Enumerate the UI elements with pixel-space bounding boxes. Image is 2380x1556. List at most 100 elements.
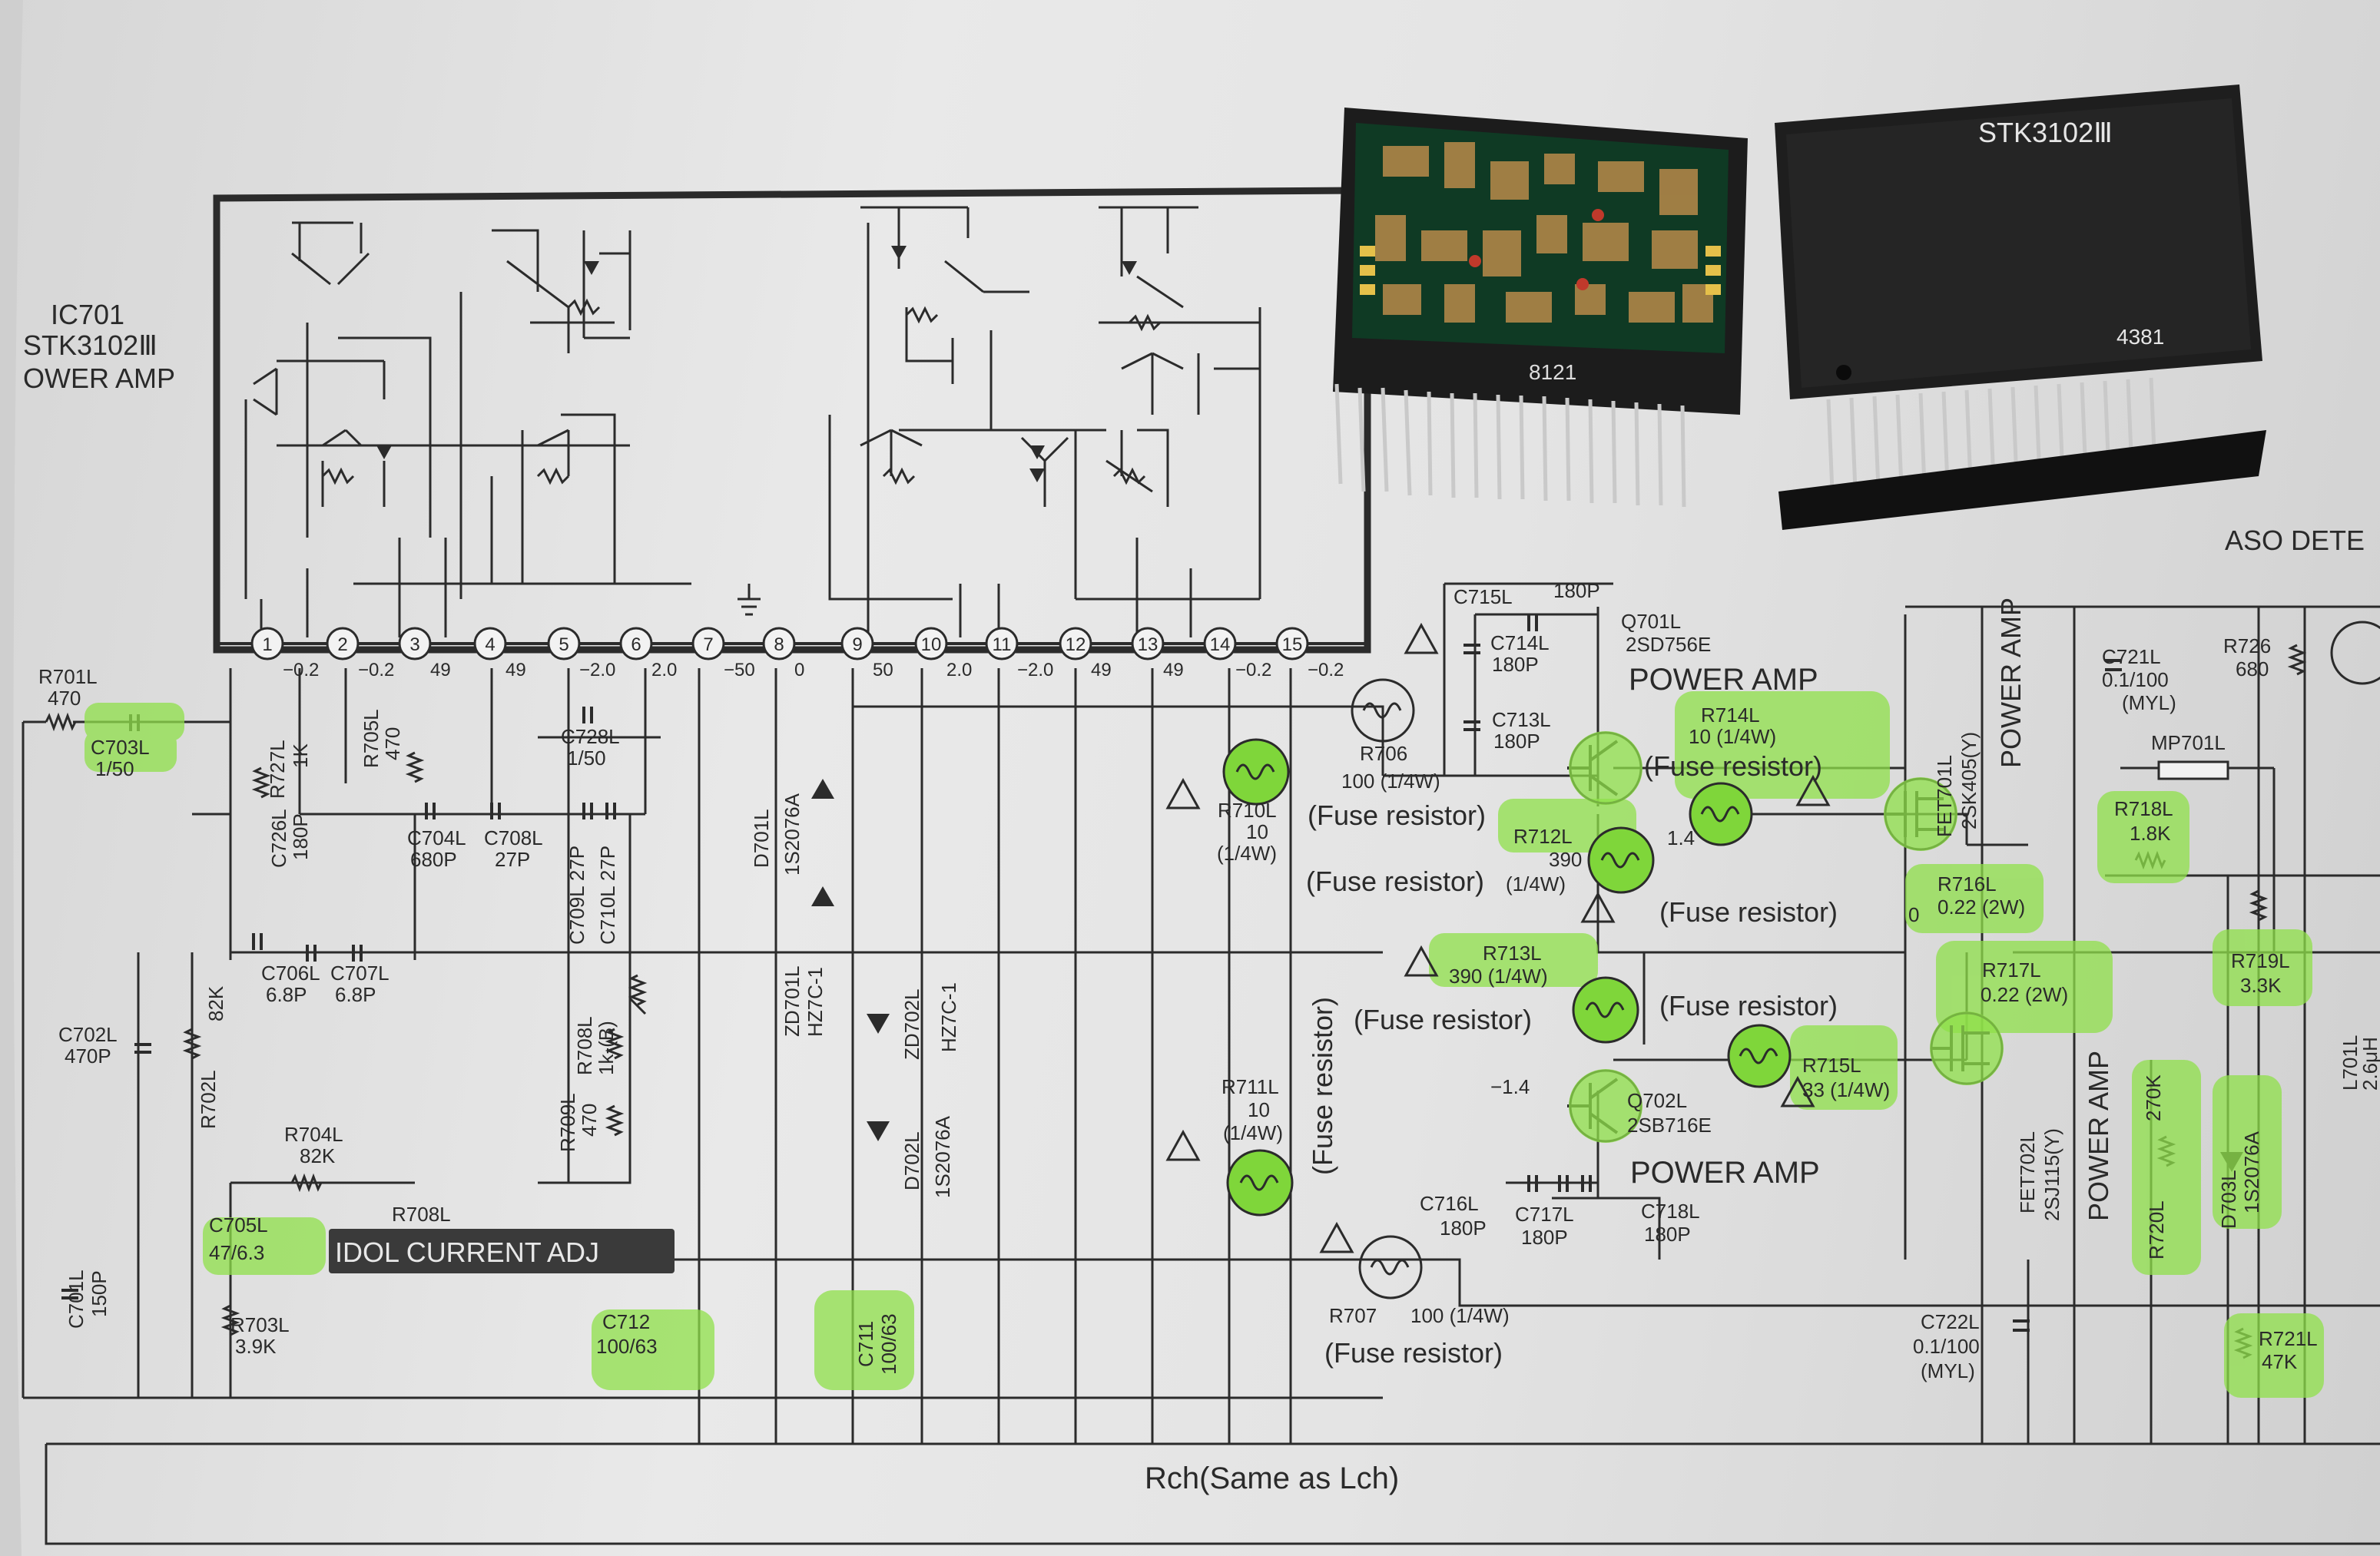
ic-pin-number: 2	[337, 634, 347, 655]
label-c709: C709L 27P	[565, 846, 588, 945]
ic-pin-number: 9	[852, 634, 862, 655]
ic-pin-number: 14	[1210, 634, 1231, 655]
label-d701: D701L	[750, 809, 773, 868]
ic-internals	[244, 206, 1261, 637]
label-c702-value: 470P	[65, 1045, 111, 1068]
label-d703-value: 1S2076A	[2240, 1131, 2263, 1213]
label-c718-value: 180P	[1644, 1223, 1691, 1246]
ic-pin-number: 4	[485, 634, 495, 655]
label-zd702: ZD702L	[900, 989, 923, 1061]
label-r712-value: 390	[1549, 848, 1582, 871]
label-r719: R719L	[2231, 949, 2290, 972]
label-r708-value: 1k-(B)	[595, 1021, 618, 1075]
ic-pin	[1275, 627, 1309, 660]
label-r714: R714L	[1701, 704, 1760, 727]
label-fuse-resistor-7: (Fuse resistor)	[1307, 997, 1338, 1175]
label-zd701-value: HZ7C-1	[804, 967, 827, 1037]
label-power-amp-4: POWER AMP	[2083, 1051, 2114, 1221]
label-mp701: MP701L	[2151, 731, 2226, 754]
ic-pin-voltage: 50	[873, 660, 893, 680]
label-fet702: FET702L	[2016, 1131, 2039, 1213]
label-r708-top: R708L	[392, 1203, 451, 1226]
ic-pin	[473, 627, 507, 660]
ic-function: OWER AMP	[23, 363, 175, 394]
label-r713: R713L	[1483, 942, 1542, 965]
ic-pins: 1−0.22−0.23494495−2.062.07−5080950102.01…	[250, 627, 1344, 680]
label-r716: R716L	[1937, 872, 1997, 896]
label-fuse-resistor-6: (Fuse resistor)	[1354, 1004, 1532, 1035]
open-module-photo	[1333, 108, 1748, 508]
label-r701: R701L	[38, 665, 98, 688]
ic-pin	[691, 627, 725, 660]
label-r701-value: 470	[48, 687, 81, 710]
capacitors	[61, 614, 2122, 1332]
label-r705: R705L	[360, 709, 383, 768]
closed-module-code: 4381	[2116, 325, 2164, 349]
label-c713-value: 180P	[1493, 730, 1540, 753]
label-voltage-minus-1-4: −1.4	[1490, 1075, 1530, 1098]
ic-pin-number: 13	[1138, 634, 1159, 655]
label-c722: C722L	[1921, 1310, 1980, 1333]
label-c721-type: (MYL)	[2122, 691, 2176, 714]
ic-pin-number: 12	[1066, 634, 1086, 655]
label-l701-value: 2.6μH	[2358, 1037, 2380, 1091]
ic-pin-voltage: 2.0	[651, 660, 677, 680]
idol-label-plate	[329, 1229, 675, 1273]
label-q701-value: 2SD756E	[1626, 633, 1711, 656]
label-r718-value: 1.8K	[2130, 822, 2171, 845]
ic-part: STK3102Ⅲ	[23, 329, 157, 361]
ic-pin	[326, 627, 360, 660]
ic-pin-voltage: −0.2	[1308, 660, 1344, 680]
ic-pin-voltage: 2.0	[946, 660, 972, 680]
label-c728: C728L	[561, 725, 620, 748]
ic-outline	[213, 187, 1371, 654]
open-module-code: 8121	[1529, 360, 1576, 384]
ic-pin	[1059, 627, 1092, 660]
label-q702-value: 2SB716E	[1627, 1114, 1712, 1137]
label-r703-value: 3.9K	[235, 1335, 277, 1358]
label-r727: R727L	[266, 740, 289, 799]
ic-pin-number: 1	[262, 634, 272, 655]
label-c721-value: 0.1/100	[2102, 668, 2169, 691]
label-r720: R720L	[2145, 1200, 2168, 1260]
label-r716-value: 0.22 (2W)	[1937, 896, 2025, 919]
label-r711-watt: (1/4W)	[1223, 1121, 1283, 1144]
ic-pin-voltage: −0.2	[1235, 660, 1271, 680]
r708-pot	[628, 974, 648, 1015]
ic-pin-number: 11	[993, 634, 1012, 655]
label-fuse-resistor-2: (Fuse resistor)	[1308, 800, 1486, 831]
label-l701: L701L	[2339, 1035, 2362, 1091]
label-zd702-value: HZ7C-1	[937, 982, 960, 1052]
label-r715: R715L	[1802, 1054, 1861, 1077]
label-c711-value: 100/63	[877, 1313, 900, 1375]
label-c703: C703L	[91, 736, 150, 759]
label-r713-value: 390 (1/4W)	[1449, 965, 1548, 988]
label-d702-value: 1S2076A	[931, 1115, 954, 1198]
label-r702-value: 82K	[204, 985, 227, 1021]
label-r711-value: 10	[1248, 1098, 1270, 1121]
fuse-wiggles	[1235, 702, 1778, 1276]
label-c704-value: 680P	[410, 848, 457, 871]
label-c722-value: 0.1/100	[1913, 1335, 1980, 1358]
ic-pin	[914, 627, 948, 660]
label-fuse-resistor-5: (Fuse resistor)	[1659, 990, 1838, 1021]
label-d702: D702L	[900, 1131, 923, 1190]
label-c703-value: 1/50	[95, 757, 134, 780]
fuse-resistors	[1222, 678, 1792, 1299]
label-fuse-resistor-8: (Fuse resistor)	[1324, 1337, 1503, 1369]
label-c705: C705L	[209, 1213, 268, 1237]
label-c710: C710L 27P	[596, 846, 619, 945]
closed-module-photo	[1775, 84, 2266, 530]
label-c712-value: 100/63	[596, 1335, 658, 1358]
label-c718: C718L	[1641, 1200, 1700, 1223]
label-r710-watt: (1/4W)	[1217, 842, 1277, 865]
label-c708: C708L	[484, 826, 543, 849]
label-c706: C706L	[261, 962, 320, 985]
label-r712: R712L	[1513, 825, 1573, 848]
label-c715: C715L	[1454, 585, 1513, 608]
label-c711: C711	[854, 1321, 877, 1367]
ic-pin	[250, 627, 284, 660]
highlighter-marks	[85, 691, 2324, 1398]
